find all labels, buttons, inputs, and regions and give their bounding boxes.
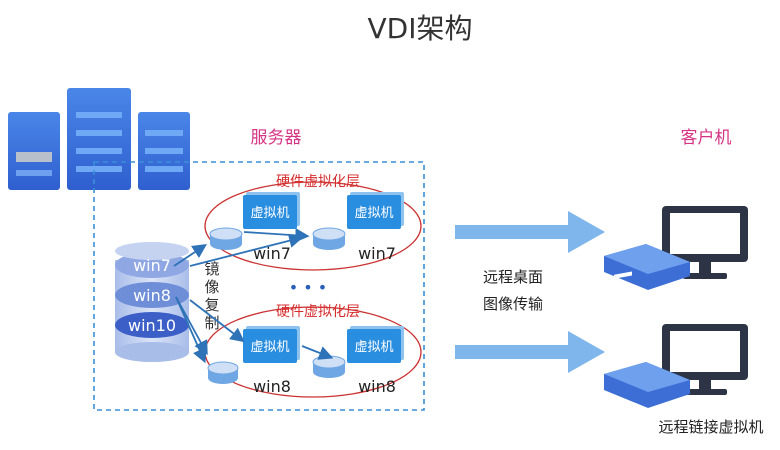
vm-box-top-left: [243, 192, 300, 229]
server-rack-icon: [8, 88, 190, 190]
transfer-arrow-bottom: [455, 331, 605, 373]
transfer-arrow-top: [455, 211, 605, 253]
mirror-char-1: 镜: [204, 260, 219, 278]
disk-win10: win10: [128, 316, 176, 335]
page-title: VDI架构: [368, 12, 473, 45]
vm-box-top-right: [347, 192, 404, 229]
connector-arrows: [173, 228, 334, 364]
image-database: [115, 242, 189, 362]
vm-label-top-right: 虚拟机: [354, 206, 393, 221]
vm-name-bottom-left: win8: [253, 377, 291, 396]
vm-name-bottom-right: win8: [358, 377, 396, 396]
vm-label-top-left: 虚拟机: [250, 206, 289, 221]
server-label: 服务器: [251, 128, 302, 148]
client-computer-top-icon: [604, 150, 748, 290]
transfer-label-line2: 图像传输: [483, 295, 543, 313]
client-caption: 远程链接虚拟机: [658, 418, 763, 436]
disk-win8: win8: [133, 286, 171, 305]
vm-disk-top-left: [209, 227, 243, 250]
vm-box-bottom-left: [243, 326, 300, 363]
more-vms-ellipsis: • • •: [289, 278, 327, 297]
vm-name-top-right: win7: [358, 244, 396, 263]
vm-label-bottom-left: 虚拟机: [250, 340, 289, 355]
mirror-char-4: 制: [204, 314, 219, 332]
vm-disk-top-mid: [312, 227, 346, 250]
mirror-char-3: 复: [204, 296, 219, 314]
disk-win7: win7: [133, 256, 171, 275]
mirror-char-2: 像: [204, 278, 219, 296]
transfer-label-line1: 远程桌面: [483, 268, 543, 286]
vm-disk-bottom-left: [207, 361, 239, 384]
client-computer-bottom-icon: [604, 271, 748, 408]
hw-layer-bottom-label: 硬件虚拟化层: [276, 304, 360, 320]
vm-label-bottom-right: 虚拟机: [354, 340, 393, 355]
vm-disk-bottom-mid: [312, 355, 346, 378]
hw-layer-top-label: 硬件虚拟化层: [276, 174, 360, 190]
vm-name-top-left: win7: [253, 244, 291, 263]
server-boundary: [93, 161, 425, 411]
hw-layer-top: [204, 181, 422, 271]
vm-box-bottom-right: [347, 326, 404, 363]
client-label: 客户机: [681, 128, 732, 148]
